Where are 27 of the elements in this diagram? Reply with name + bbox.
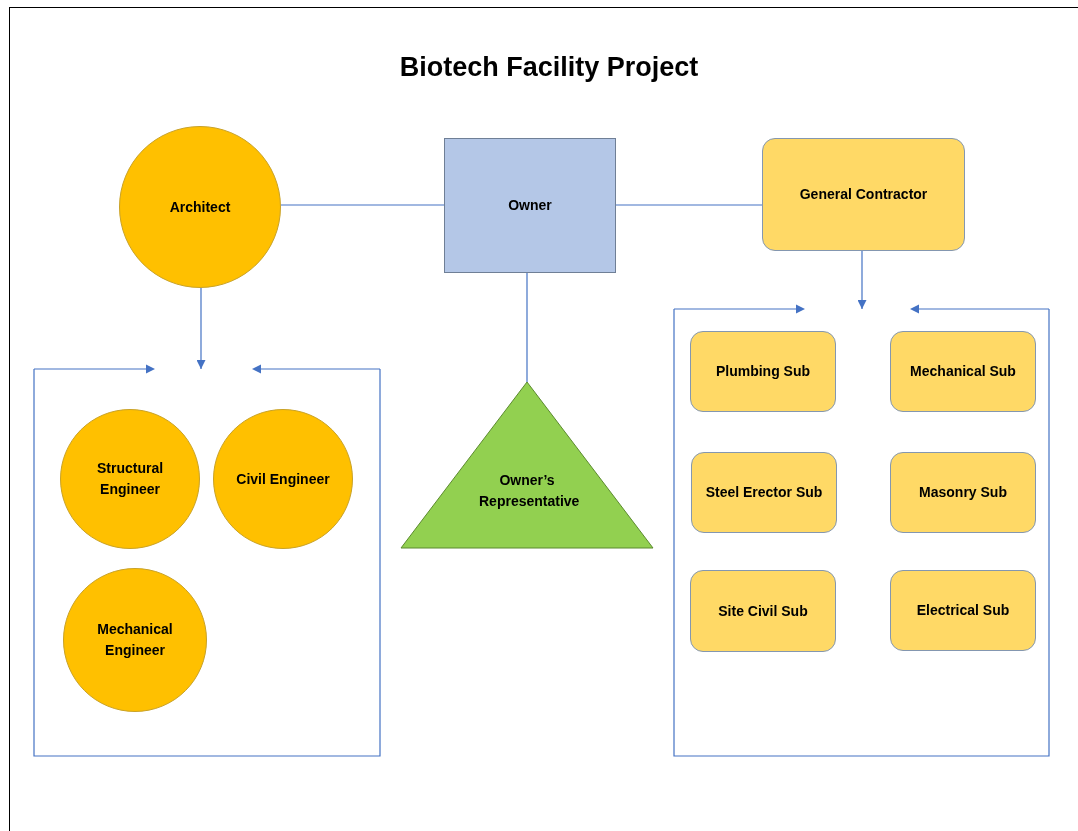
node-label: Mechanical Engineer (96, 620, 174, 660)
node-label: Electrical Sub (915, 601, 1011, 620)
node-label: Steel Erector Sub (704, 483, 824, 502)
rounded-box (690, 570, 836, 652)
triangle-shape (401, 382, 653, 548)
owner-box (444, 138, 616, 273)
rounded-box (890, 452, 1036, 533)
node-label: Structural Engineer (95, 459, 165, 499)
node-label: Owner (507, 196, 553, 215)
node-label: Civil Engineer (236, 469, 330, 489)
connector-line (615, 204, 763, 206)
rounded-box (890, 570, 1036, 651)
connector-line (280, 204, 445, 206)
rounded-box (690, 331, 836, 412)
node-label: Plumbing Sub (714, 362, 812, 381)
connector-line (526, 272, 528, 383)
node-label: General Contractor (798, 185, 929, 204)
node-label: Architect (168, 197, 232, 217)
rounded-box (890, 331, 1036, 412)
node-label: Masonry Sub (918, 483, 1008, 502)
rounded-box (691, 452, 837, 533)
node-label: Mechanical Sub (909, 362, 1017, 381)
arrow (196, 287, 206, 370)
diagram-title: Biotech Facility Project (398, 52, 700, 83)
node-label: Site Civil Sub (717, 601, 809, 621)
arrow (857, 250, 867, 310)
rounded-box (762, 138, 965, 251)
